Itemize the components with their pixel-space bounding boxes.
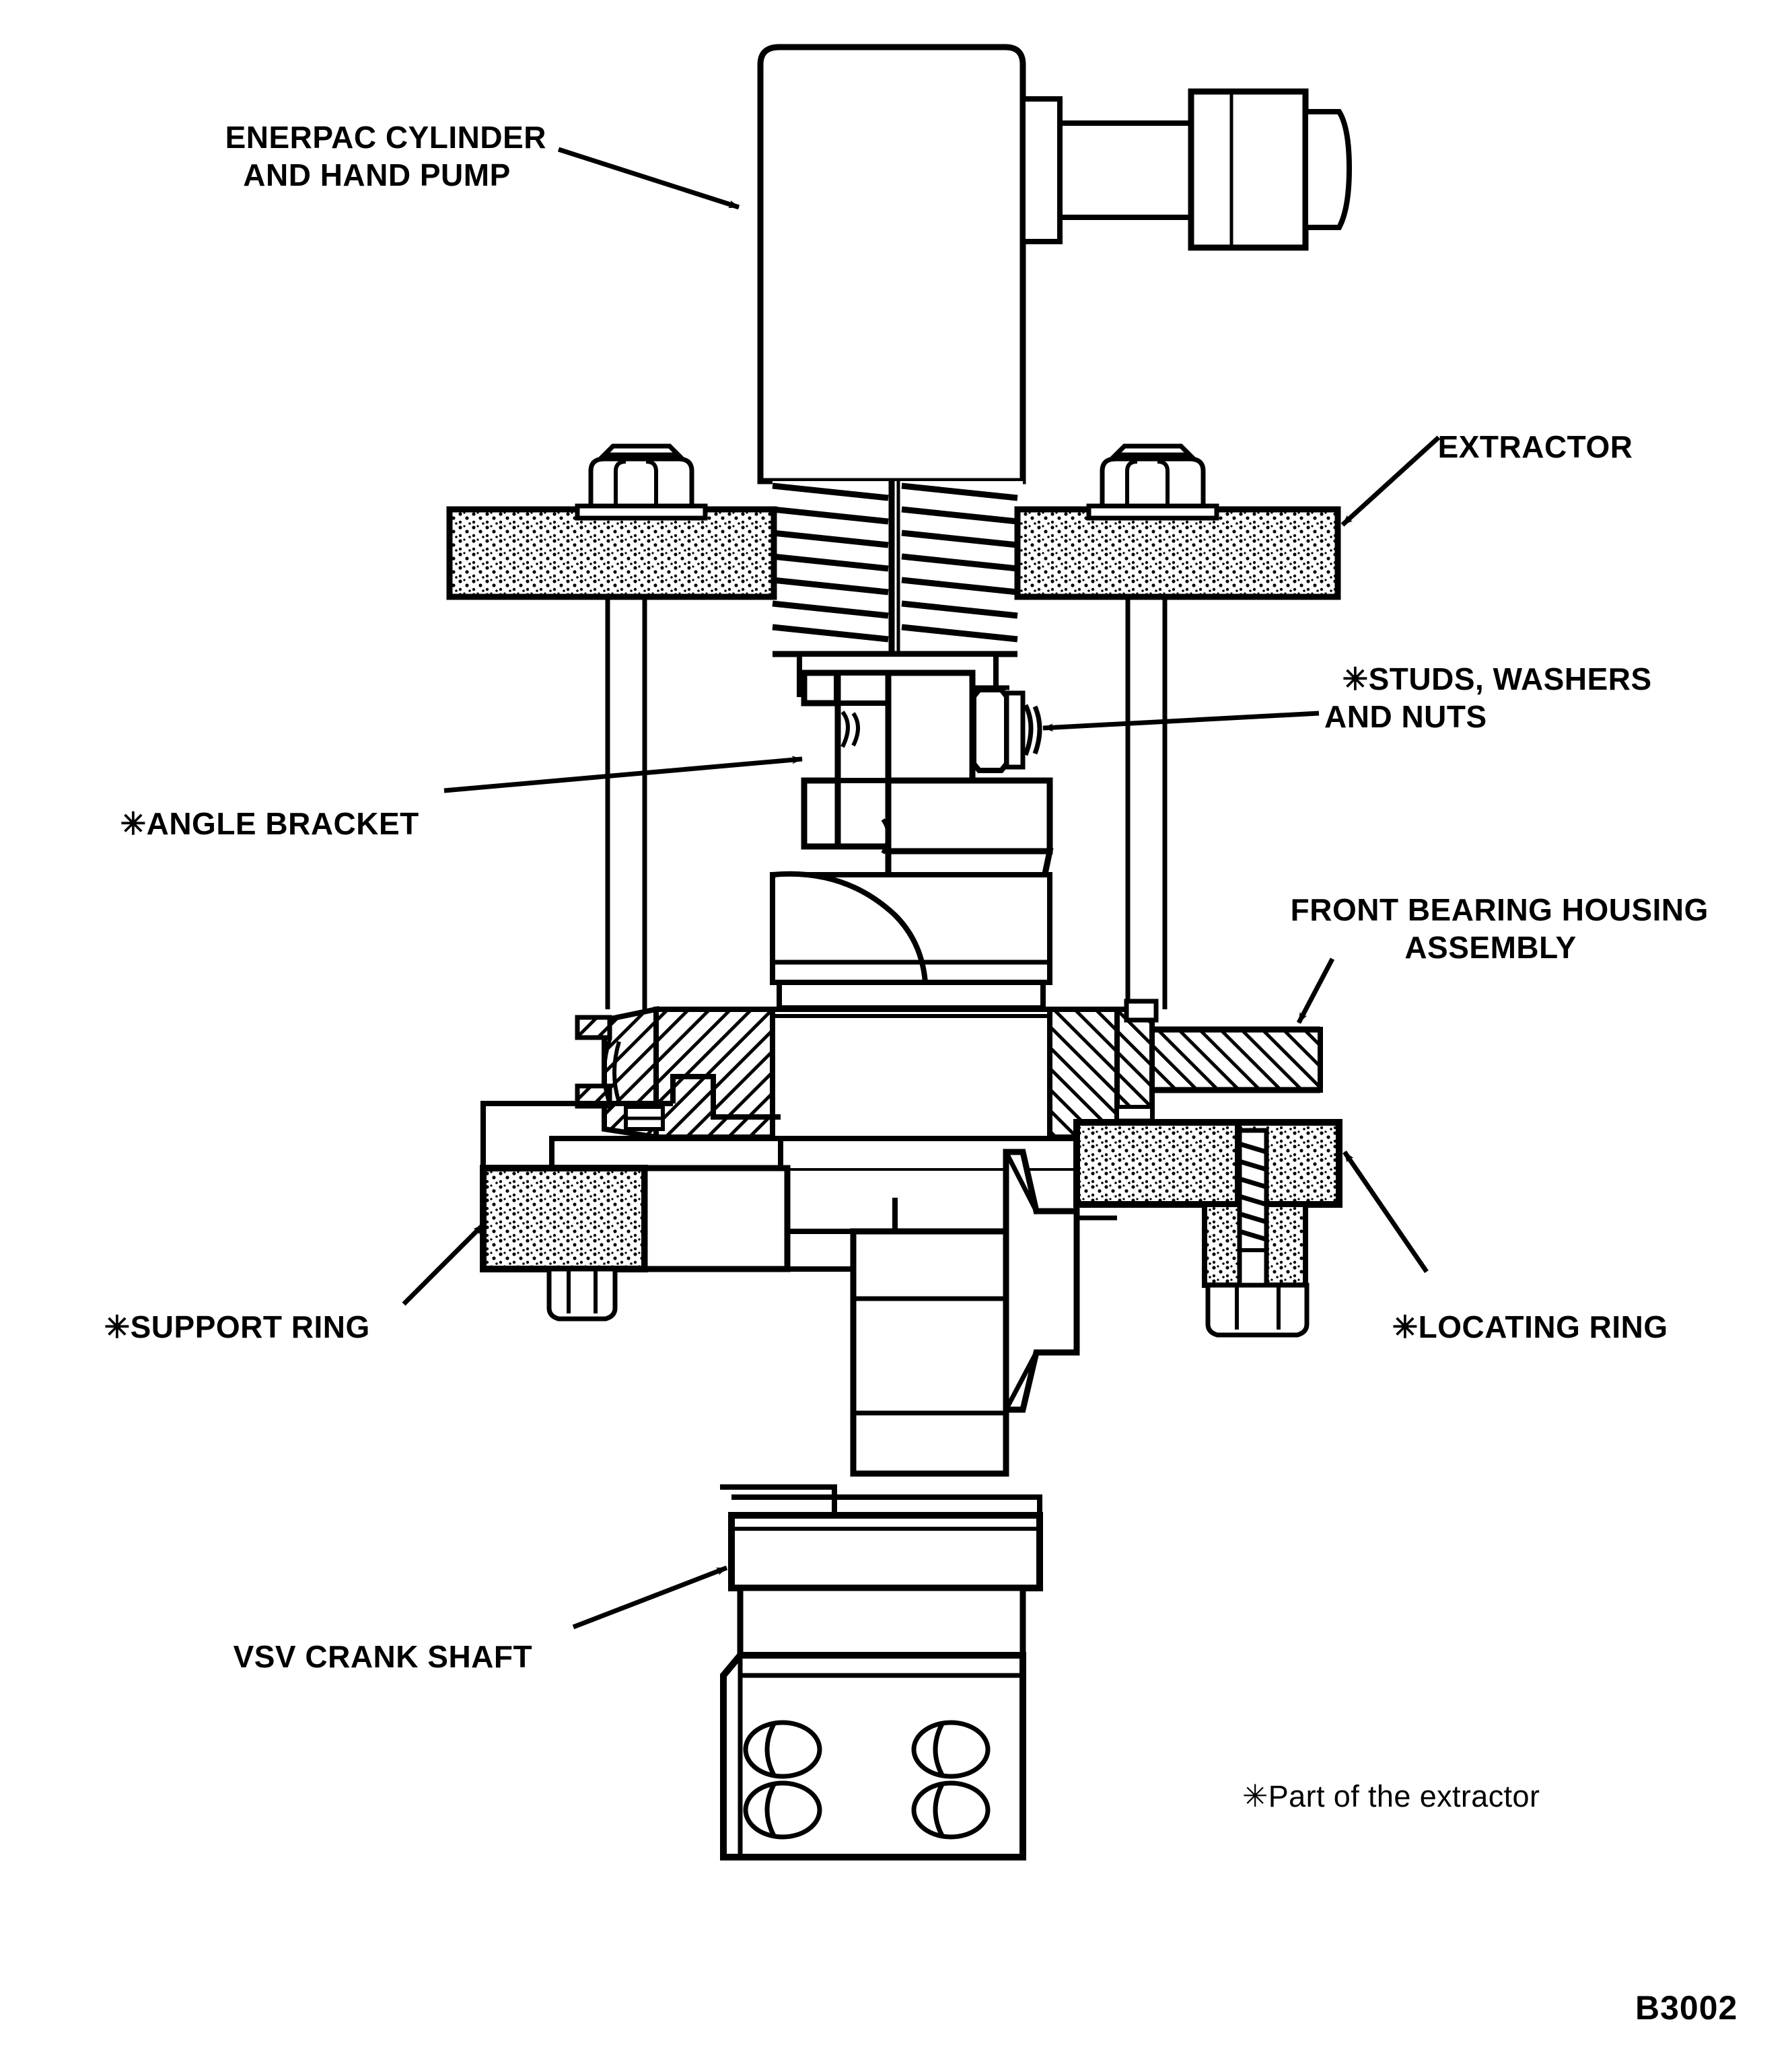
locating-ring-hex-nut: [1205, 1282, 1310, 1338]
leader-angle-bracket: [443, 756, 803, 793]
leader-vsv-crank: [572, 1565, 728, 1630]
cylinder-threaded-shank: [772, 481, 1023, 697]
label-vsv-crank-shaft: VSV CRANK SHAFT: [215, 1600, 532, 1675]
label-support-ring-text: SUPPORT RING: [130, 1309, 370, 1345]
label-angle-bracket-text: ANGLE BRACKET: [146, 806, 419, 842]
front-bearing-housing-left-section: [575, 1006, 775, 1141]
leader-front-bearing: [1296, 957, 1335, 1024]
leader-studs-nuts: [1042, 711, 1320, 732]
angle-bracket-stud-nut: [971, 685, 1042, 773]
crank-shaft-bores: [743, 1720, 991, 1840]
asterisk-marker-icon: ✳: [1342, 661, 1369, 697]
figure-id: B3002: [1635, 1988, 1737, 2027]
asterisk-marker-icon: ✳: [120, 806, 147, 842]
label-locating-ring: ✳LOCATING RING: [1374, 1270, 1668, 1346]
extractor-plate-hex-nut-left: [575, 443, 708, 521]
label-extractor-text: EXTRACTOR: [1437, 429, 1633, 465]
locating-ring: [1073, 1119, 1342, 1289]
asterisk-marker-icon: ✳: [104, 1309, 131, 1345]
leader-lines: [402, 147, 1441, 1630]
footnote-part-of-extractor: ✳Part of the extractor: [1225, 1744, 1540, 1814]
leader-support-ring: [402, 1223, 485, 1306]
shaft-core: [770, 1007, 1052, 1141]
leader-enerpac: [557, 147, 740, 210]
leader-extractor: [1340, 435, 1441, 527]
vsv-crank-shaft-lower: [720, 1484, 1043, 1860]
support-ring: [480, 1074, 898, 1272]
label-angle-bracket: ✳ANGLE BRACKET: [102, 767, 419, 842]
footnote-text: Part of the extractor: [1268, 1779, 1540, 1813]
support-ring-hex-nut: [546, 1266, 618, 1322]
extractor-plate-hex-nut-right: [1086, 443, 1219, 521]
figure-id-text: B3002: [1635, 1989, 1738, 2027]
asterisk-marker-icon: ✳: [1242, 1778, 1268, 1813]
label-locating-ring-text: LOCATING RING: [1418, 1309, 1668, 1345]
cylinder-side-port: [1020, 88, 1353, 251]
extractor-tie-rod-right: [1125, 597, 1168, 1009]
label-extractor: EXTRACTOR: [1420, 390, 1633, 466]
shaft-upper-body: [770, 871, 1052, 1011]
asterisk-marker-icon: ✳: [1392, 1309, 1419, 1345]
label-support-ring: ✳SUPPORT RING: [86, 1270, 370, 1346]
leader-locating-ring: [1342, 1151, 1429, 1273]
vsv-crank-shaft-midsection: [850, 1149, 1117, 1477]
enerpac-cylinder-body: [757, 44, 1026, 484]
extractor-tie-rod-left: [605, 597, 647, 1009]
label-vsv-crank-shaft-text: VSV CRANK SHAFT: [233, 1639, 533, 1675]
